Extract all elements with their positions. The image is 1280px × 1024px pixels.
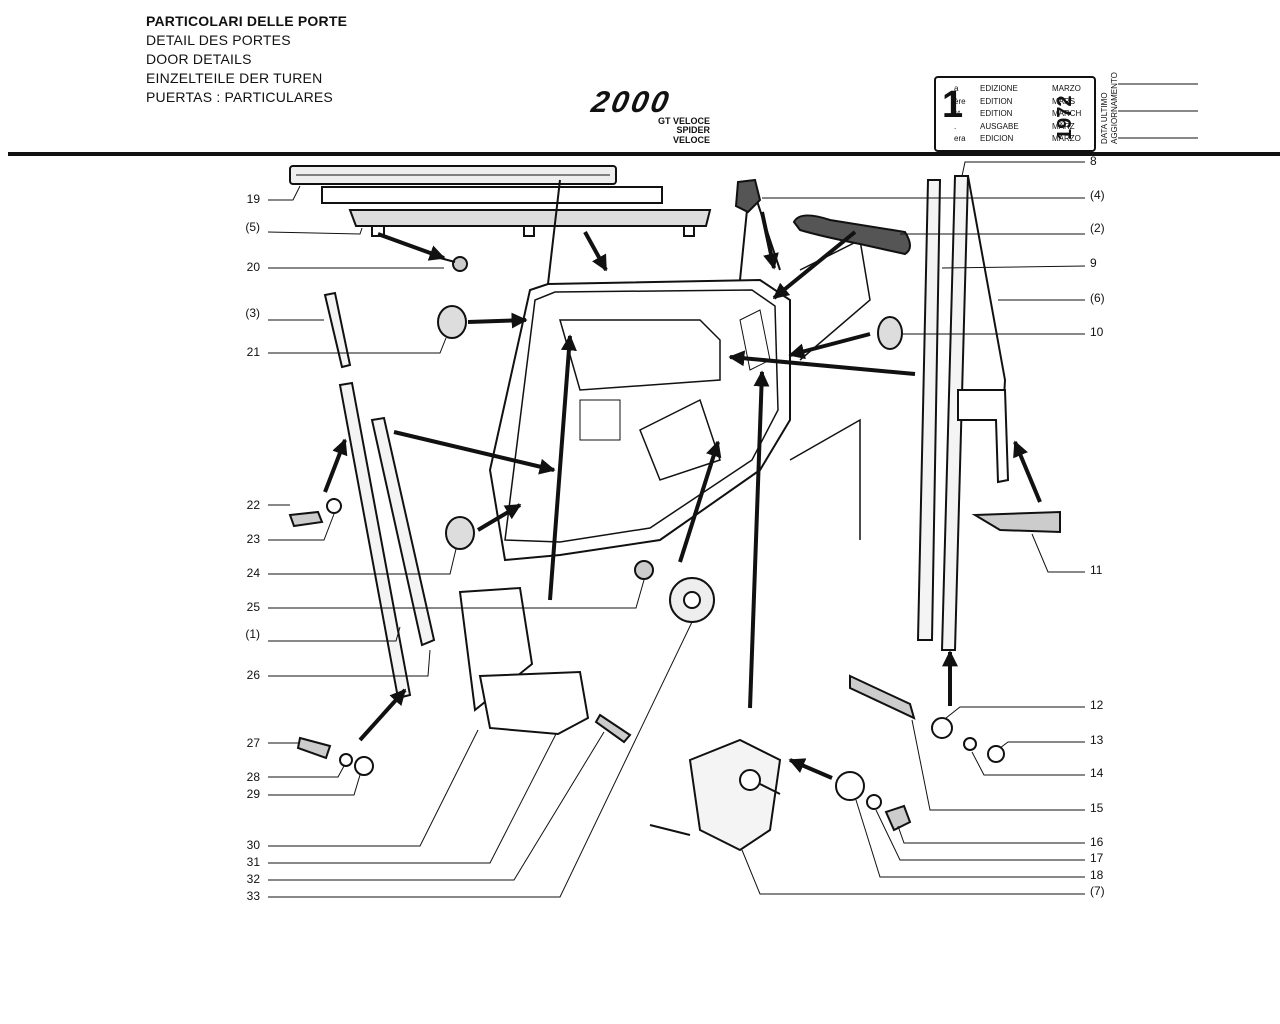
callout-25: 25 xyxy=(246,600,260,614)
callout-20: 20 xyxy=(246,260,260,274)
callout-15: 15 xyxy=(1090,801,1104,815)
rubber-plugs xyxy=(437,305,903,550)
assembly-arrows xyxy=(323,211,1042,780)
callout-5: (5) xyxy=(245,220,260,234)
callout-32: 32 xyxy=(246,872,260,886)
support-bracket xyxy=(458,586,590,736)
edition-box: 1 a ère st . era EDIZIONE EDITION EDITIO… xyxy=(934,76,1096,152)
window-channel-right xyxy=(916,175,1010,651)
screw-20 xyxy=(439,256,468,272)
callout-17: 17 xyxy=(1090,851,1104,865)
title-french: DETAIL DES PORTES xyxy=(146,32,291,48)
title-german: EINZELTEILE DER TUREN xyxy=(146,70,323,86)
door-frame xyxy=(488,179,871,562)
window-seal-strip xyxy=(289,165,663,204)
callout-9: 9 xyxy=(1090,256,1097,270)
callout-31: 31 xyxy=(246,855,260,869)
window-channel-left xyxy=(323,291,436,700)
model-spider-veloce: SPIDER VELOCE xyxy=(672,125,710,145)
leader-lines-left xyxy=(267,185,693,898)
edition-words: EDIZIONE EDITION EDITION AUSGABE EDICION xyxy=(980,84,1019,144)
callout-11: 11 xyxy=(1090,563,1103,577)
callout-4: (4) xyxy=(1090,188,1105,202)
callout-8: 8 xyxy=(1090,154,1097,168)
callout-23: 23 xyxy=(246,532,260,546)
edition-superscripts: a ère st . era xyxy=(954,84,966,144)
callout-22: 22 xyxy=(246,498,260,512)
callout-1: (1) xyxy=(245,627,260,641)
callout-13: 13 xyxy=(1090,733,1104,747)
callout-19: 19 xyxy=(246,192,260,206)
title-english: DOOR DETAILS xyxy=(146,51,252,67)
leader-lines-right xyxy=(741,161,1086,895)
title-spanish: PUERTAS : PARTICULARES xyxy=(146,89,333,105)
update-leader-lines xyxy=(1118,83,1198,139)
callout-6: (6) xyxy=(1090,291,1105,305)
title-italian: PARTICOLARI DELLE PORTE xyxy=(146,13,348,29)
callout-18: 18 xyxy=(1090,868,1104,882)
callout-12: 12 xyxy=(1090,698,1104,712)
callout-14: 14 xyxy=(1090,766,1104,780)
callout-29: 29 xyxy=(246,787,260,801)
callout-3: (3) xyxy=(245,306,260,320)
fasteners xyxy=(288,498,1061,832)
callout-21: 21 xyxy=(246,345,260,359)
callout-10: 10 xyxy=(1090,325,1104,339)
callout-28: 28 xyxy=(246,770,260,784)
edition-months: MARZO MARS MARCH MÄRZ MARZO xyxy=(1052,84,1082,144)
callout-33: 33 xyxy=(246,889,260,903)
callout-2: (2) xyxy=(1090,221,1105,235)
callout-27: 27 xyxy=(246,736,260,750)
callout-16: 16 xyxy=(1090,835,1104,849)
edition-number: 1 xyxy=(942,84,964,126)
header-divider xyxy=(8,152,1280,156)
model-gt-veloce: GT VELOCE xyxy=(657,116,710,126)
door-moulding xyxy=(348,209,712,237)
callout-7: (7) xyxy=(1090,884,1105,898)
callout-30: 30 xyxy=(246,838,260,852)
callout-24: 24 xyxy=(246,566,260,580)
callout-26: 26 xyxy=(246,668,260,682)
window-regulator xyxy=(649,738,782,852)
